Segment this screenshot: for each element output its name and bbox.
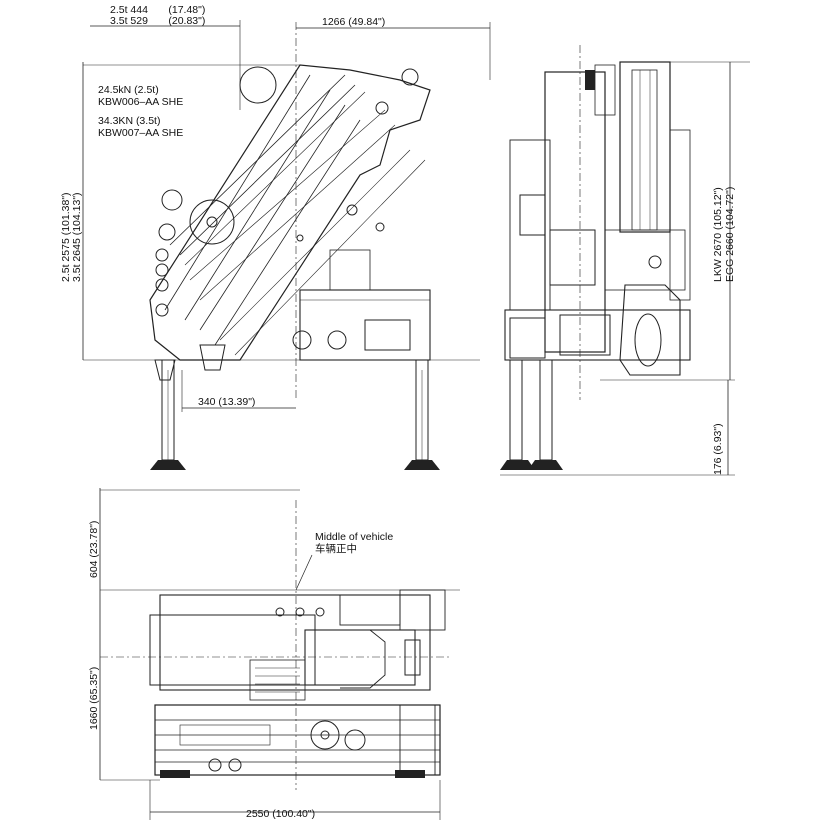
- load-label-1: 24.5kN (2.5t): [98, 84, 159, 96]
- right-height-dim-a: LKW 2670 (105.12"): [712, 187, 724, 282]
- dark-details: [160, 70, 595, 778]
- plan-1660-dimension: 1660 (65.35"): [88, 666, 100, 730]
- plan-2550-dimension: 2550 (100.40"): [246, 808, 316, 820]
- dim-444-label: 2.5t 444: [110, 4, 148, 16]
- offset-340-dimension: 340 (13.39"): [198, 396, 256, 408]
- plan-604-dimension: 604 (23.78"): [88, 520, 100, 578]
- plan-view: [99, 488, 460, 820]
- middle-of-vehicle-zh: 车辆正中: [315, 543, 357, 555]
- front-view: [500, 45, 750, 476]
- dim-529-inch: (20.83"): [168, 15, 206, 27]
- right-height-dim-b: EGG 2660 (104.72"): [724, 186, 736, 282]
- load-label-3: 34.3KN (3.5t): [98, 115, 161, 127]
- load-label-4: KBW007–AA SHE: [98, 127, 184, 139]
- left-height-dim-b: 3.5t 2645 (104.13"): [71, 192, 83, 282]
- load-label-2: KBW006–AA SHE: [98, 96, 184, 108]
- dim-529-label: 3.5t 529: [110, 15, 148, 27]
- top-width-dimension: 1266 (49.84"): [322, 16, 386, 28]
- side-view: [82, 20, 491, 470]
- middle-of-vehicle-en: Middle of vehicle: [315, 531, 394, 543]
- dim-444-inch: (17.48"): [168, 4, 206, 16]
- top-left-dim-row1: 2.5t 444 (17.48"): [110, 4, 205, 16]
- right-176-dimension: 176 (6.93"): [712, 423, 724, 475]
- top-left-dim-row2: 3.5t 529 (20.83"): [110, 15, 205, 27]
